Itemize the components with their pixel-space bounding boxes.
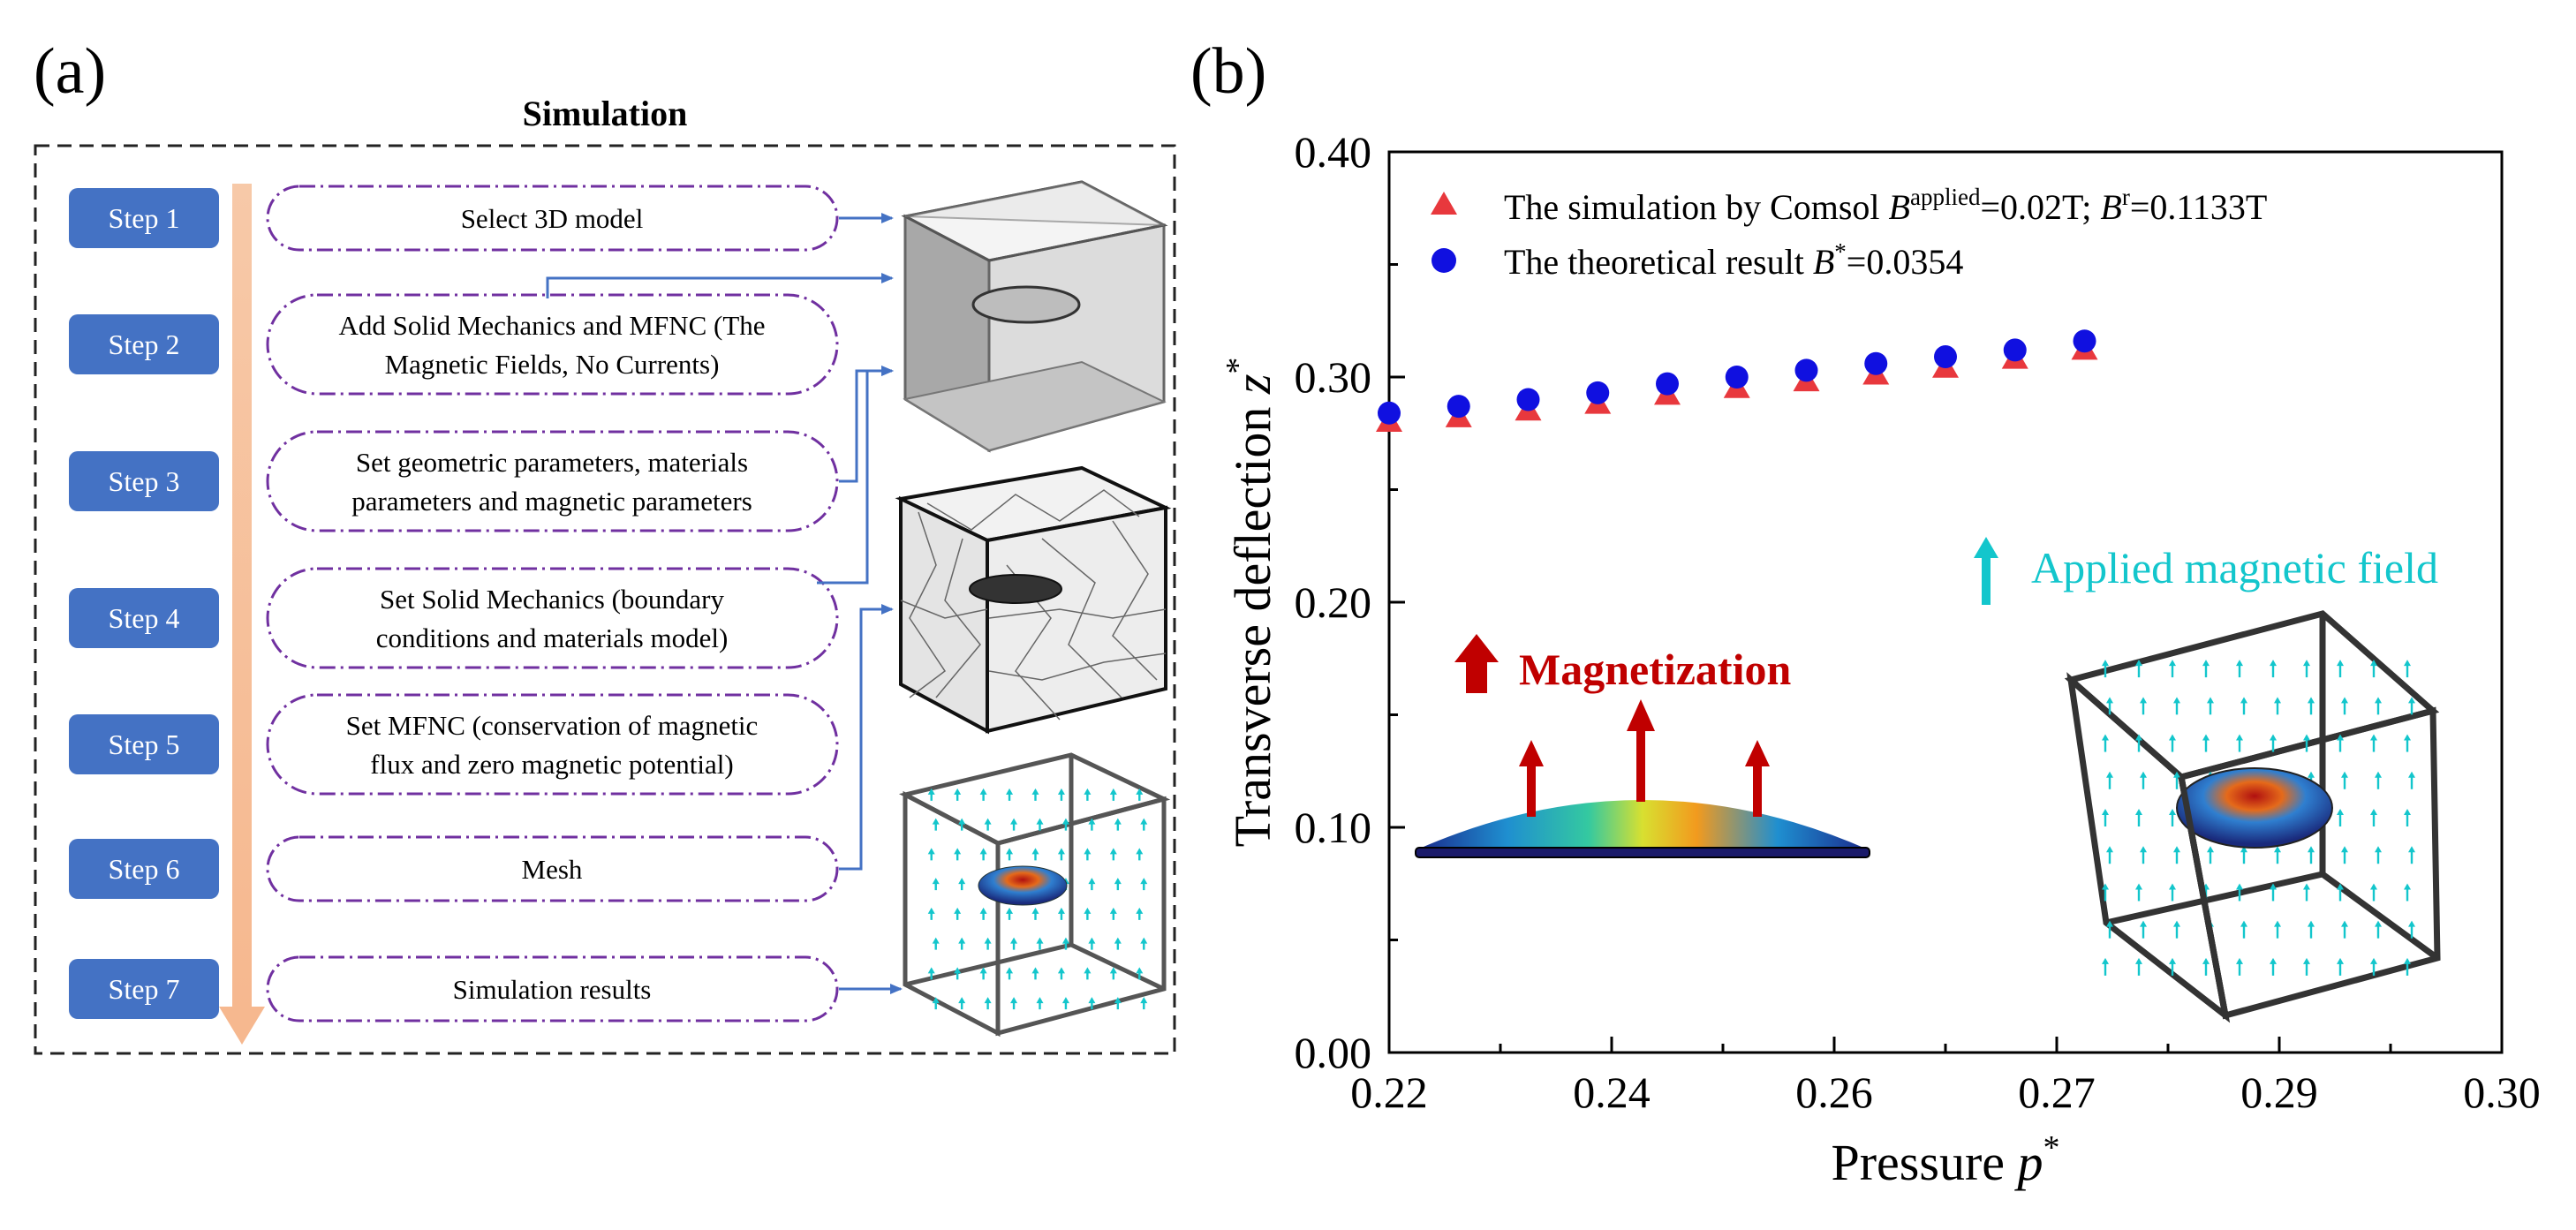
magnetization-label: Magnetization — [1519, 645, 1791, 694]
y-tick-label: 0.20 — [1295, 577, 1372, 627]
step-description-5-line-2: flux and zero magnetic potential) — [370, 749, 733, 780]
step-box-4 — [69, 588, 219, 648]
y-axis-title: Transverse deflection z* — [1220, 358, 1281, 848]
y-tick-label: 0.30 — [1295, 352, 1372, 402]
legend-triangle-marker — [1431, 192, 1457, 215]
step-description-6-line-1: Mesh — [522, 854, 583, 885]
step-description-4-line-2: conditions and materials model) — [376, 623, 729, 653]
panel-b-label: (b) — [1190, 35, 1266, 108]
mesh-cube-image — [895, 465, 1172, 735]
theory-point — [2073, 329, 2096, 353]
step-description-pill-3 — [266, 430, 839, 532]
theory-point — [1864, 351, 1888, 375]
theory-point — [1934, 345, 1957, 369]
y-tick-label: 0.40 — [1295, 127, 1372, 177]
theory-point — [1586, 381, 1610, 404]
x-axis: 0.22 0.24 0.26 0.27 0.29 0.30 — [1350, 1037, 2541, 1117]
step-description-3-line-1: Set geometric parameters, materials — [356, 447, 748, 478]
process-arrow — [219, 184, 265, 1045]
x-tick-label: 0.24 — [1573, 1068, 1651, 1117]
y-axis: 0.00 0.10 0.20 0.30 0.40 — [1295, 127, 1405, 1077]
step-label-1: Step 1 — [109, 202, 180, 234]
x-axis-title: Pressure p* — [1831, 1129, 2059, 1191]
step-description-7-line-1: Simulation results — [453, 974, 652, 1005]
step-box-2 — [69, 314, 219, 374]
step-description-2-line-2: Magnetic Fields, No Currents) — [385, 349, 720, 380]
step-box-1 — [69, 188, 219, 248]
x-tick-label: 0.30 — [2463, 1068, 2541, 1117]
x-tick-label: 0.26 — [1795, 1068, 1873, 1117]
magnetization-arrows — [1519, 699, 1770, 817]
y-tick-label: 0.00 — [1295, 1028, 1372, 1077]
x-tick-label: 0.22 — [1350, 1068, 1428, 1117]
step-description-pill-4 — [266, 567, 839, 669]
applied-field-label: Applied magnetic field — [2031, 543, 2438, 592]
step-box-5 — [69, 714, 219, 774]
step-description-pill-2 — [266, 293, 839, 396]
step-description-pill-1 — [266, 185, 839, 252]
theory-point — [1656, 372, 1679, 396]
deformed-membrane — [1417, 800, 1868, 849]
magnetization-legend-arrow — [1454, 634, 1499, 693]
x-tick-label: 0.27 — [2018, 1068, 2096, 1117]
results-cube-image — [898, 752, 1171, 1038]
step-description-4-line-1: Set Solid Mechanics (boundary — [380, 584, 725, 615]
x-tick-label: 0.29 — [2240, 1068, 2318, 1117]
step-description-1-line-1: Select 3D model — [461, 203, 644, 234]
theory-point — [1794, 358, 1818, 382]
legend-theory-label: The theoretical result B*=0.0354 — [1504, 238, 1963, 282]
legend: The simulation by Comsol Bapplied=0.02T;… — [1431, 184, 2267, 282]
simulation-title: Simulation — [523, 94, 688, 133]
step-label-2: Step 2 — [109, 328, 180, 360]
step-label-4: Step 4 — [109, 602, 180, 634]
membrane-base — [1415, 847, 1870, 858]
step-box-6 — [69, 839, 219, 899]
data-points — [1376, 329, 2098, 432]
cube-model-image — [901, 180, 1168, 453]
applied-field-legend-arrow — [1974, 537, 1998, 605]
legend-circle-marker — [1432, 248, 1456, 273]
panel-a-flowchart: (a) Simulation Step 1 Step 2 Step 3 Step 4 S… — [34, 35, 1176, 1055]
applied-field-inset: Applied magnetic field — [1974, 537, 2441, 1023]
step-label-3: Step 3 — [109, 465, 180, 497]
step-label-7: Step 7 — [109, 973, 180, 1005]
step-description-2-line-1: Add Solid Mechanics and MFNC (The — [338, 310, 765, 341]
theory-point — [2003, 338, 2027, 362]
theory-point — [1725, 366, 1749, 389]
simulation-frame — [34, 144, 1176, 1055]
legend-sim-label: The simulation by Comsol Bapplied=0.02T;… — [1504, 184, 2267, 227]
step-box-7 — [69, 959, 219, 1019]
step-label-5: Step 5 — [109, 728, 180, 760]
step-box-3 — [69, 451, 219, 511]
theory-point — [1378, 401, 1401, 425]
step-description-pill-6 — [266, 835, 839, 902]
connector-lines — [546, 213, 903, 994]
step-description-pill-5 — [266, 693, 839, 796]
step-description-pill-7 — [266, 955, 839, 1022]
step-label-6: Step 6 — [109, 853, 180, 885]
step-description-5-line-1: Set MFNC (conservation of magnetic — [346, 710, 759, 741]
theory-point — [1447, 395, 1470, 419]
magnetization-inset: Magnetization — [1415, 634, 1870, 858]
theory-point — [1516, 388, 1540, 411]
y-tick-label: 0.10 — [1295, 803, 1372, 852]
plot-frame — [1387, 150, 2504, 1054]
panel-a-label: (a) — [34, 35, 106, 108]
step-description-3-line-2: parameters and magnetic parameters — [351, 486, 752, 517]
